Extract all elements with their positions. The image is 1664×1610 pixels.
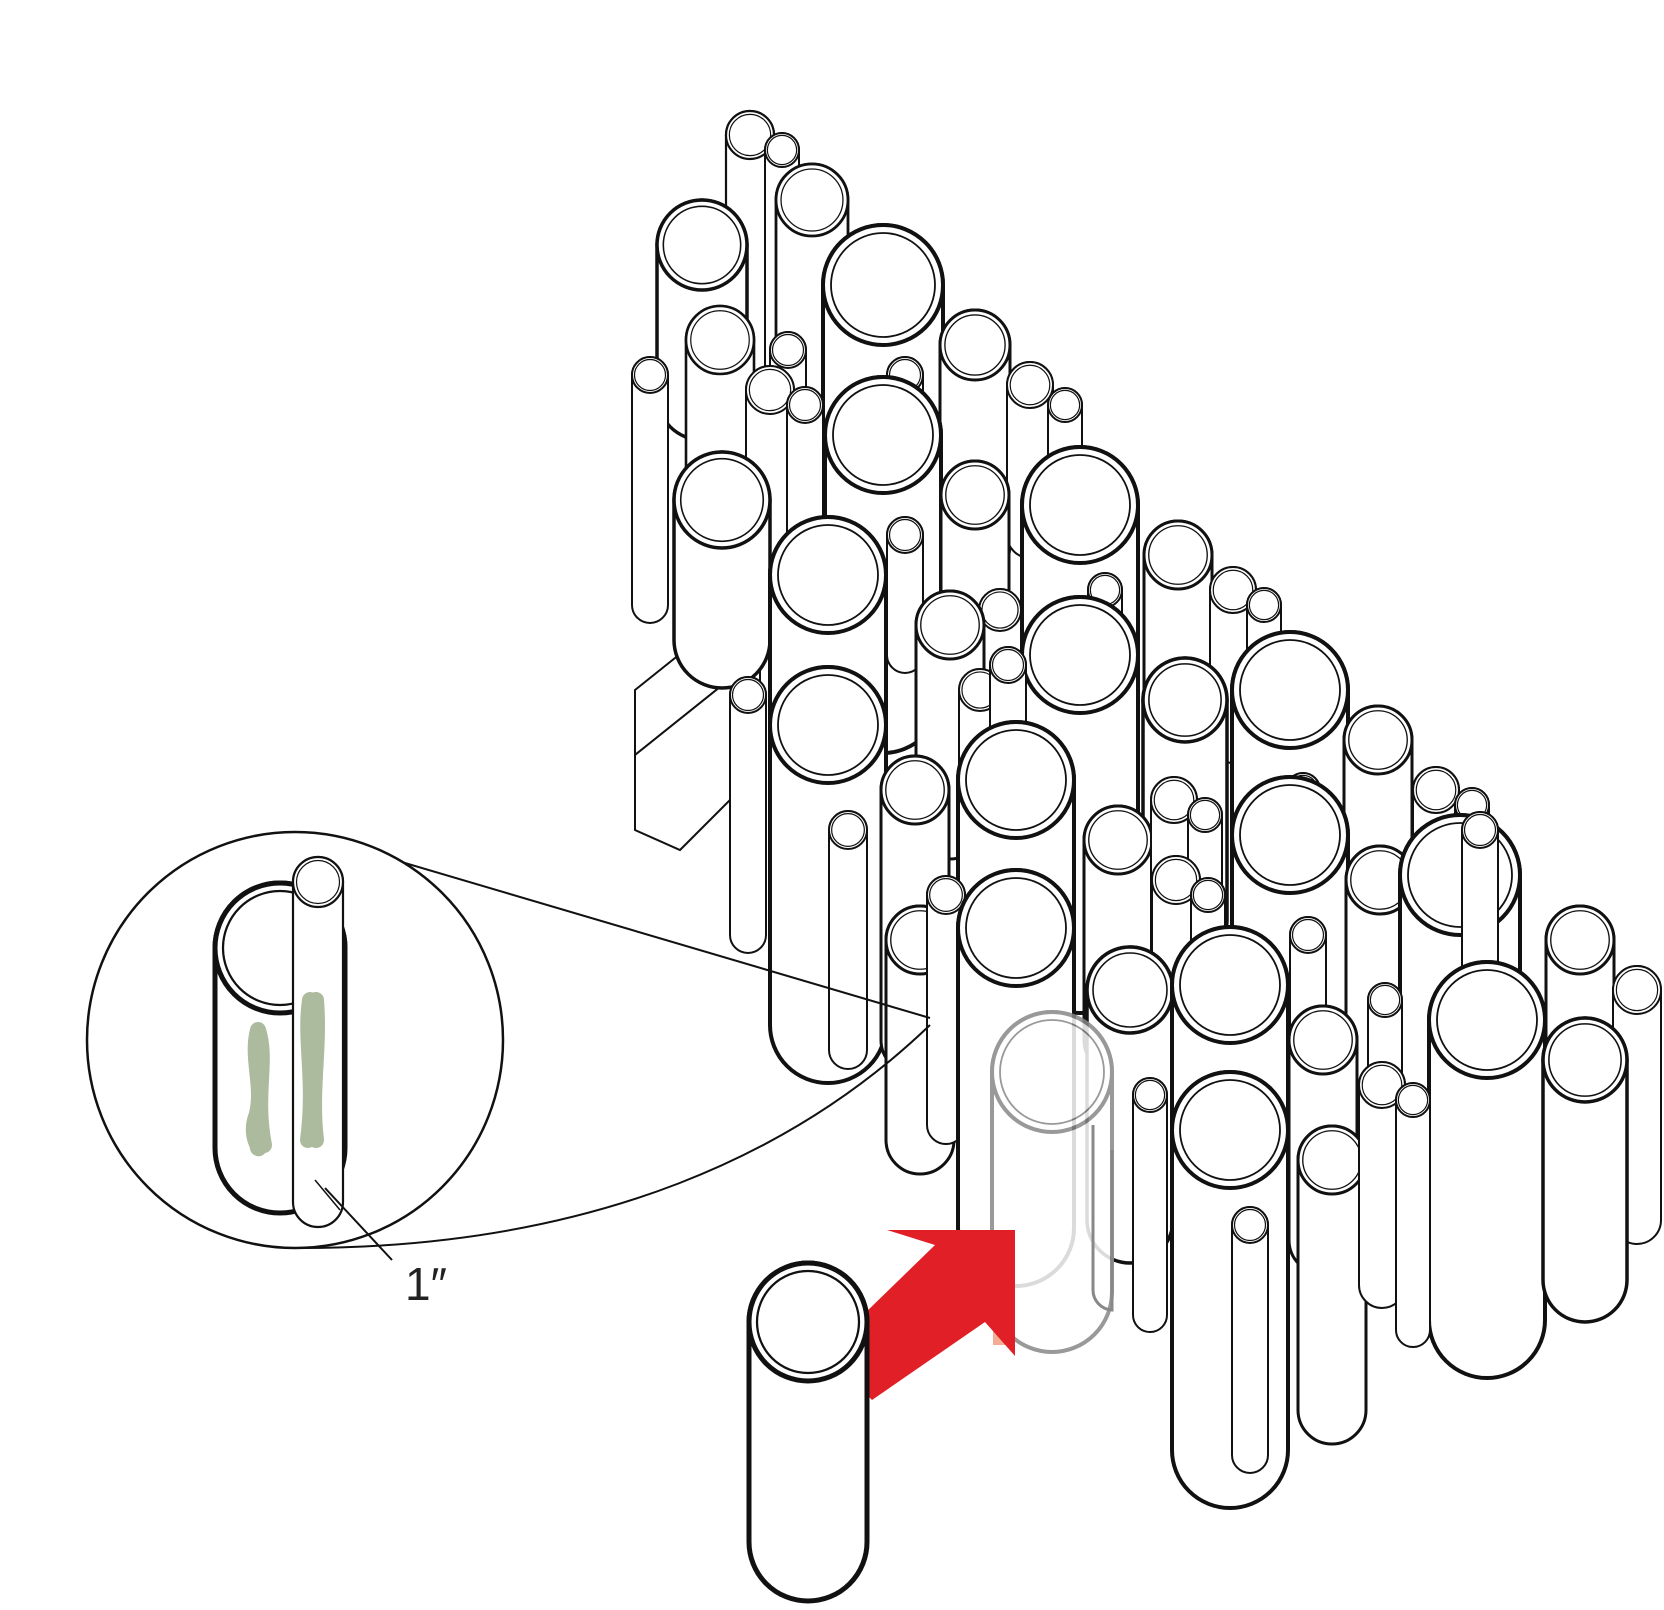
dimension-label: 1″ — [405, 1258, 447, 1310]
residue-stain — [245, 1022, 272, 1157]
detail-view — [212, 855, 348, 1229]
tube-array — [631, 109, 1662, 1510]
tube — [631, 356, 669, 624]
slot-offset-line — [1091, 1125, 1114, 1312]
tube — [886, 516, 924, 674]
tube — [926, 875, 966, 1145]
tube — [1006, 361, 1054, 559]
tube — [939, 459, 1011, 731]
tube — [1170, 1070, 1290, 1510]
loose-tube — [746, 1260, 870, 1604]
tube — [1395, 1082, 1431, 1348]
loose-tube — [746, 1260, 870, 1604]
tube — [1132, 1077, 1168, 1333]
residue-stain — [300, 992, 325, 1148]
tube — [828, 810, 868, 1070]
dimension-callout: 1″ — [314, 1179, 447, 1310]
tube — [1231, 1206, 1269, 1474]
target-slot-tube — [990, 1010, 1114, 1354]
tube — [729, 676, 767, 954]
tube — [1296, 1124, 1368, 1446]
tube — [1541, 1016, 1629, 1324]
insert-arrow-icon — [825, 1230, 1015, 1400]
tube — [672, 450, 772, 690]
target-slot-tube — [990, 1010, 1114, 1354]
tube — [1427, 960, 1547, 1380]
